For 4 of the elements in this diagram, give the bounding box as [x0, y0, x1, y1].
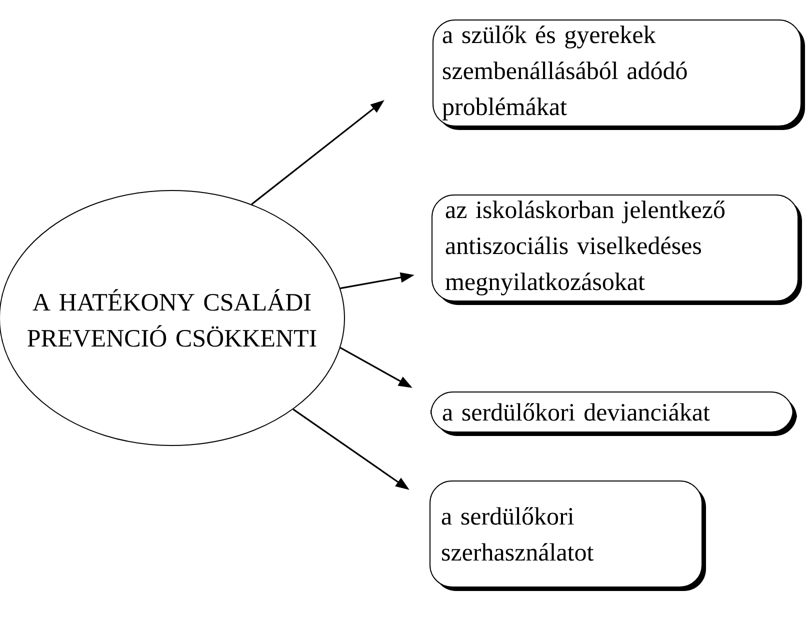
rounded-box: a szülők és gyerekek szembenállásából adódó problémákat	[432, 20, 805, 130]
rounded-box: a serdülőkori szerhasználatot	[430, 480, 706, 591]
rounded-box: a serdülőkori devianciákat	[430, 392, 797, 436]
rounded-box: az iskoláskorban jelentkező antiszociális viselkedéses megnyilatkozásokat	[432, 194, 802, 305]
